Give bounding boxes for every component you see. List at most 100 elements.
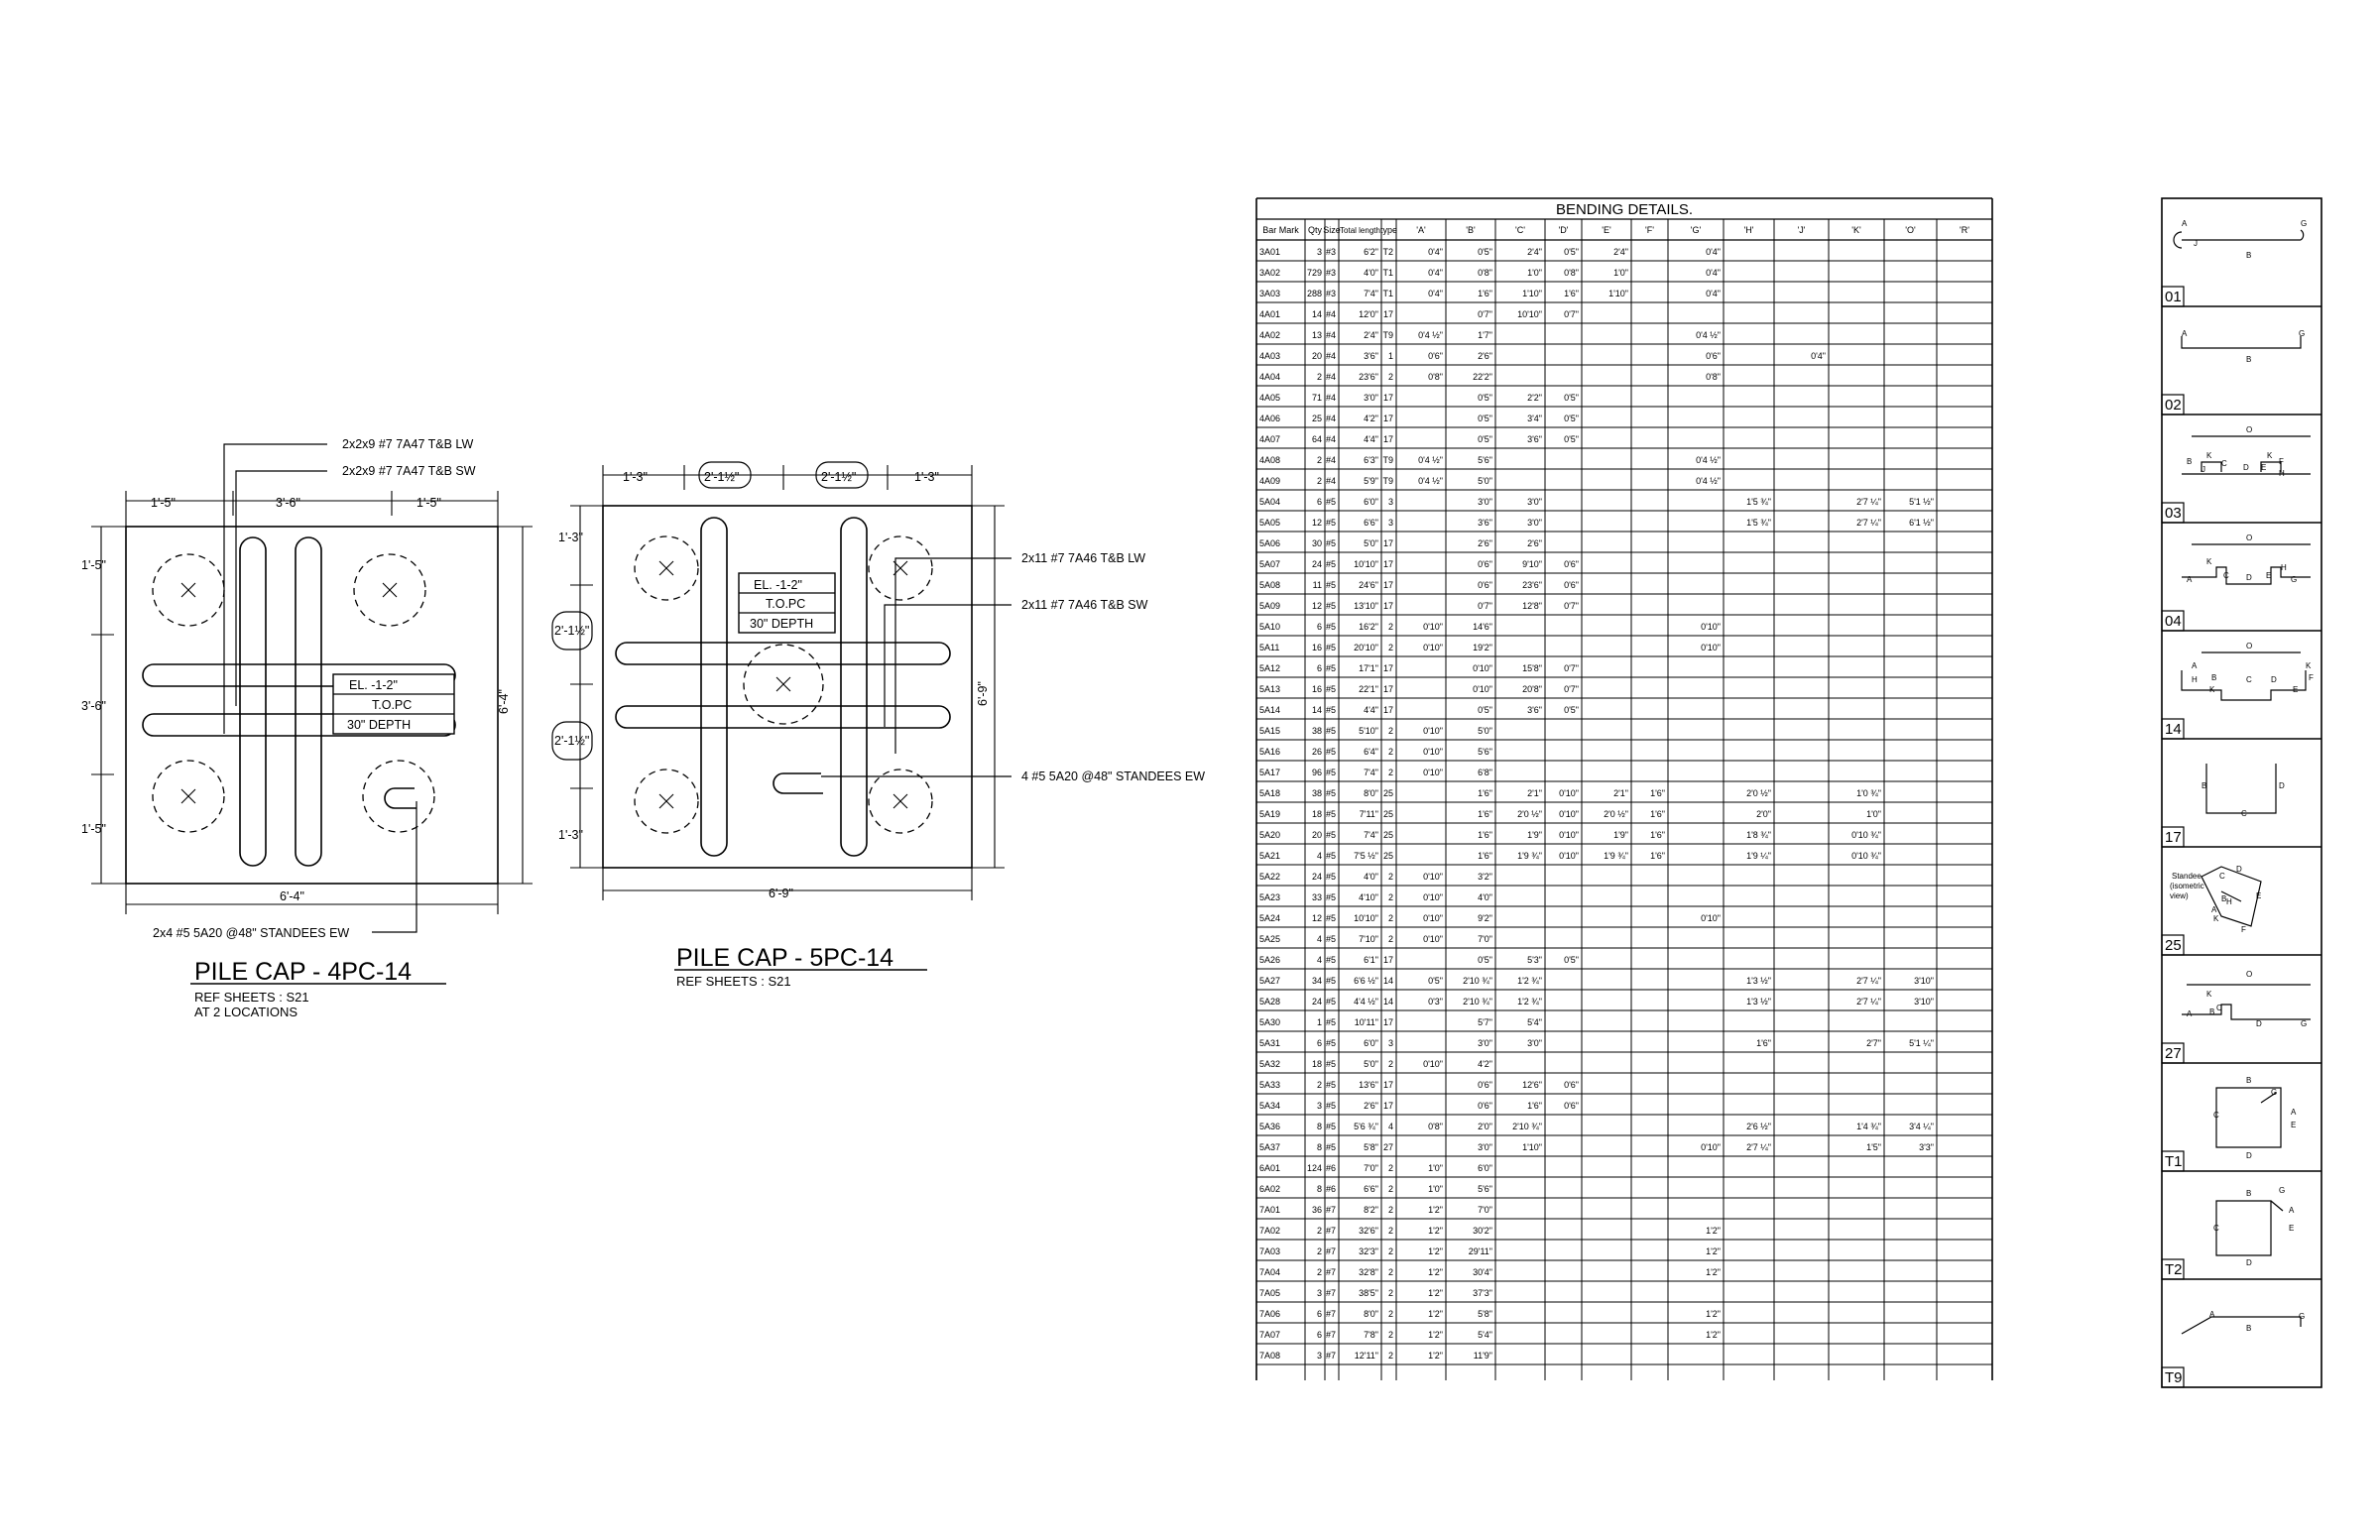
table-cell: 4A09 [1259, 476, 1280, 486]
shape-letter: B [2246, 251, 2251, 260]
table-cell: 1 [1388, 351, 1393, 361]
table-cell: 0'5" [1428, 976, 1443, 986]
table-cell: 0'10" [1473, 684, 1492, 694]
table-cell: 0'8" [1706, 372, 1721, 382]
callout-standees: 2x4 #5 5A20 @48" STANDEES EW [153, 926, 349, 940]
table-cell: #4 [1326, 476, 1336, 486]
table-cell: 7A01 [1259, 1205, 1280, 1215]
table-cell: 0'5" [1564, 247, 1579, 257]
table-cell: 1'9 ¾" [1517, 851, 1542, 861]
table-cell: 17 [1383, 538, 1393, 548]
table-cell: 0'6" [1478, 1101, 1492, 1111]
dim-left-4: 1'-3" [558, 828, 583, 842]
shape-letter: G [2301, 219, 2307, 228]
table-cell: 20'10" [1354, 643, 1378, 652]
table-cell: 4 [1317, 934, 1322, 944]
table-cell: 7A06 [1259, 1309, 1280, 1319]
table-cell: 7A07 [1259, 1330, 1280, 1340]
table-title: BENDING DETAILS. [1556, 201, 1693, 218]
table-cell: 0'4 ½" [1696, 455, 1721, 465]
table-cell: 5'6" [1478, 455, 1492, 465]
column-header: 'O' [1905, 225, 1916, 235]
table-cell: #5 [1326, 997, 1336, 1007]
table-cell: 96 [1312, 768, 1322, 777]
table-cell: 2 [1317, 1080, 1322, 1090]
table-cell: 1'2" [1428, 1267, 1443, 1277]
elevation-line-2: T.O.PC [766, 597, 805, 611]
table-cell: 2 [1388, 1309, 1393, 1319]
table-cell: 5A08 [1259, 580, 1280, 590]
table-cell: 2 [1388, 1351, 1393, 1361]
table-cell: 4A07 [1259, 434, 1280, 444]
shape-letter: E [2266, 571, 2271, 580]
shape-code-label: 25 [2165, 937, 2182, 954]
shape-letter: K [2206, 557, 2212, 566]
shape-letter: C [2241, 809, 2247, 818]
table-cell: 17 [1383, 705, 1393, 715]
table-cell: #5 [1326, 1122, 1336, 1131]
table-cell: 5A33 [1259, 1080, 1280, 1090]
table-cell: 34 [1312, 976, 1322, 986]
table-cell: 5'0" [1478, 476, 1492, 486]
shape-letter: B [2246, 1324, 2251, 1333]
table-cell: 19'2" [1473, 643, 1492, 652]
table-cell: 2 [1388, 913, 1393, 923]
table-cell: 1'6" [1478, 788, 1492, 798]
shape-letter: B [2202, 781, 2206, 790]
table-cell: 0'4" [1428, 289, 1443, 298]
table-cell: 4A04 [1259, 372, 1280, 382]
table-cell: 17 [1383, 580, 1393, 590]
table-cell: 0'7" [1564, 663, 1579, 673]
table-cell: 12 [1312, 601, 1322, 611]
table-cell: #5 [1326, 955, 1336, 965]
table-cell: 5A31 [1259, 1038, 1280, 1048]
table-cell: 2 [1317, 455, 1322, 465]
table-cell: 0'6" [1564, 1101, 1579, 1111]
table-cell: 4'2" [1364, 414, 1378, 423]
table-cell: 5'6" [1478, 747, 1492, 757]
table-cell: 8 [1317, 1122, 1322, 1131]
table-cell: 7'0" [1478, 1205, 1492, 1215]
shape-letter: G [2299, 1312, 2305, 1321]
table-cell: 6 [1317, 663, 1322, 673]
shape-letter: F [2309, 673, 2314, 682]
table-cell: 5A04 [1259, 497, 1280, 507]
table-cell: #5 [1326, 913, 1336, 923]
table-cell: 17'1" [1359, 663, 1378, 673]
table-cell: #5 [1326, 851, 1336, 861]
table-cell: 7A04 [1259, 1267, 1280, 1277]
table-cell: 5A36 [1259, 1122, 1280, 1131]
shape-letter: D [2243, 463, 2249, 472]
table-cell: 5A30 [1259, 1017, 1280, 1027]
table-cell: 11 [1313, 580, 1322, 590]
table-cell: 7'4" [1364, 830, 1378, 840]
callout-lw: 2x2x9 #7 7A47 T&B LW [342, 437, 473, 451]
table-cell: 29'11" [1469, 1246, 1492, 1256]
table-cell: 64 [1312, 434, 1322, 444]
table-cell: 1'4 ¾" [1856, 1122, 1881, 1131]
table-cell: 24 [1312, 872, 1322, 882]
table-cell: 1'2 ¾" [1517, 976, 1542, 986]
shape-letter: G [2299, 329, 2305, 338]
shape-letter: A [2182, 219, 2188, 228]
table-cell: 1'10" [1522, 1142, 1542, 1152]
table-cell: 2'10 ¾" [1463, 997, 1492, 1007]
column-header: 'G' [1691, 225, 1702, 235]
shape-letter: A [2211, 905, 2217, 914]
table-cell: 7A02 [1259, 1226, 1280, 1236]
